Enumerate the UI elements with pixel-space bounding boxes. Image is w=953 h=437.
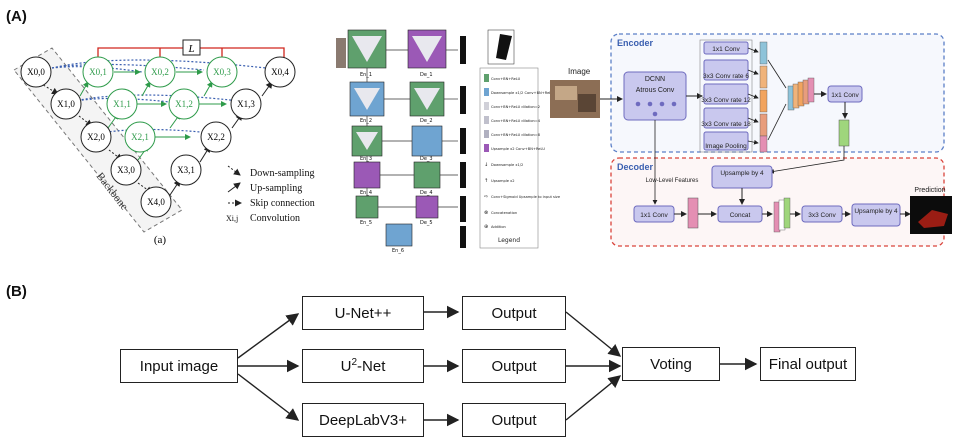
decoder-concat-stack — [773, 197, 791, 233]
svg-text:En_5: En_5 — [360, 220, 372, 226]
upsample1: Upsample by 4 — [720, 170, 764, 177]
svg-text:X4,0: X4,0 — [147, 197, 165, 207]
panel-a-label: (A) — [6, 8, 27, 25]
output-box-2: Output — [462, 349, 566, 383]
prediction-label: Prediction — [914, 187, 945, 194]
input-image-box: Input image — [120, 349, 238, 383]
svg-text:Conv+BN+ReLU dilation=2: Conv+BN+ReLU dilation=2 — [491, 105, 540, 109]
svg-text:X1,0: X1,0 — [57, 99, 75, 109]
svg-text:Conv+BN+ReLU dilation=4: Conv+BN+ReLU dilation=4 — [491, 119, 541, 123]
u2net-decoders — [407, 29, 447, 219]
encoder-region — [610, 33, 945, 153]
svg-text:Skip connection: Skip connection — [250, 198, 315, 209]
svg-text:Up-sampling: Up-sampling — [250, 183, 302, 194]
svg-text:En_4: En_4 — [360, 190, 372, 196]
u2net-encoders — [347, 29, 413, 247]
svg-text:↑: ↑ — [484, 178, 488, 184]
svg-text:Conv+Sigmoid Upsample to input: Conv+Sigmoid Upsample to input size — [491, 195, 561, 199]
svg-text:Conv+BN+ReLU: Conv+BN+ReLU — [491, 77, 521, 81]
svg-text:Downsample x1/2 Conv+BN+ReLU: Downsample x1/2 Conv+BN+ReLU — [491, 91, 554, 95]
svg-text:X0,1: X0,1 — [89, 67, 107, 77]
svg-text:X2,0: X2,0 — [87, 132, 105, 142]
svg-text:Down-sampling: Down-sampling — [250, 168, 314, 179]
svg-text:Addition: Addition — [491, 225, 506, 229]
svg-text:Image Pooling: Image Pooling — [705, 143, 747, 150]
unetpp-nodes: X0,0 X1,0 X2,0 X3,0 X4,0 X0,1 X1,1 X2,1 … — [20, 56, 296, 218]
svg-text:X0,3: X0,3 — [213, 67, 231, 77]
svg-text:Atrous Conv: Atrous Conv — [636, 87, 675, 94]
voting-box: Voting — [622, 347, 720, 381]
svg-text:X1,3: X1,3 — [237, 99, 255, 109]
unetpp-caption: (a) — [154, 234, 167, 246]
low-level-feature — [687, 197, 699, 229]
concat-label: Concat — [730, 212, 751, 219]
svg-text:En_2: En_2 — [360, 118, 372, 124]
svg-text:De_4: De_4 — [420, 190, 433, 196]
svg-text:X3,1: X3,1 — [177, 165, 195, 175]
svg-text:↓: ↓ — [484, 162, 488, 168]
u2net-side-outputs — [460, 29, 515, 248]
svg-text:X0,4: X0,4 — [271, 67, 289, 77]
svg-text:En_6: En_6 — [392, 248, 404, 254]
svg-text:X2,2: X2,2 — [207, 132, 225, 142]
enc-out-conv: 1x1 Conv — [831, 92, 859, 99]
unetpp-legend: Down-sampling Up-sampling Skip connectio… — [226, 165, 315, 224]
svg-text:En_3: En_3 — [360, 156, 372, 162]
svg-text:Xi,j: Xi,j — [226, 214, 238, 223]
encoder-label: Encoder — [617, 38, 654, 48]
svg-text:3x3 Conv rate 6: 3x3 Conv rate 6 — [703, 73, 749, 80]
svg-text:De_3: De_3 — [420, 156, 433, 162]
unetpp-box: U-Net++ — [302, 296, 424, 330]
svg-text:X2,1: X2,1 — [131, 132, 149, 142]
svg-text:X1,2: X1,2 — [175, 99, 193, 109]
svg-text:De_5: De_5 — [420, 220, 433, 226]
svg-text:X0,2: X0,2 — [151, 67, 169, 77]
svg-text:⊗: ⊗ — [484, 210, 488, 216]
output-box-1: Output — [462, 296, 566, 330]
svg-text:En_1: En_1 — [360, 72, 372, 78]
loss-label: L — [187, 43, 194, 55]
u2net-legend-box — [479, 67, 539, 249]
svg-text:X1,1: X1,1 — [113, 99, 131, 109]
svg-text:⊕: ⊕ — [484, 224, 488, 230]
svg-text:DCNN: DCNN — [645, 76, 665, 83]
svg-text:3x3 Conv rate 12: 3x3 Conv rate 12 — [701, 97, 751, 104]
svg-text:Concatenation: Concatenation — [491, 211, 517, 215]
aspp-features — [759, 41, 768, 153]
dec-conv3: 3x3 Conv — [808, 212, 836, 219]
svg-text:Upsample x2 Conv+BN+ReLU: Upsample x2 Conv+BN+ReLU — [491, 147, 545, 151]
svg-text:Upsample x2: Upsample x2 — [491, 179, 515, 183]
panel-b-label: (B) — [6, 283, 27, 300]
upsample2: Upsample by 4 — [854, 208, 898, 215]
decoder-label: Decoder — [617, 162, 654, 172]
low-level-label: Low-Level Features — [646, 178, 699, 184]
svg-text:1x1 Conv: 1x1 Conv — [712, 46, 740, 53]
encoder-concat-stack — [787, 77, 815, 111]
loss-box — [182, 39, 201, 56]
svg-text:Convolution: Convolution — [250, 213, 300, 224]
svg-text:Legend: Legend — [498, 237, 520, 244]
svg-text:Downsample x1/2: Downsample x1/2 — [491, 163, 523, 167]
final-output-box: Final output — [760, 347, 856, 381]
svg-text:⇨: ⇨ — [484, 194, 488, 200]
u2net-box: U2-Net — [302, 349, 424, 383]
dec-conv1: 1x1 Conv — [640, 212, 668, 219]
svg-text:X0,0: X0,0 — [27, 67, 45, 77]
image-label: Image — [568, 67, 591, 76]
svg-text:X3,0: X3,0 — [117, 165, 135, 175]
u2net-legend: Conv+BN+ReLU Downsample x1/2 Conv+BN+ReL… — [484, 74, 561, 244]
output-box-3: Output — [462, 403, 566, 437]
svg-text:Conv+BN+ReLU dilation=8: Conv+BN+ReLU dilation=8 — [491, 133, 541, 137]
svg-text:3x3 Conv rate 18: 3x3 Conv rate 18 — [701, 121, 751, 128]
deeplab-box: DeepLabV3+ — [302, 403, 424, 437]
svg-text:De_1: De_1 — [420, 72, 433, 78]
svg-text:De_2: De_2 — [420, 118, 433, 124]
u2net-label: U2-Net — [340, 357, 386, 375]
